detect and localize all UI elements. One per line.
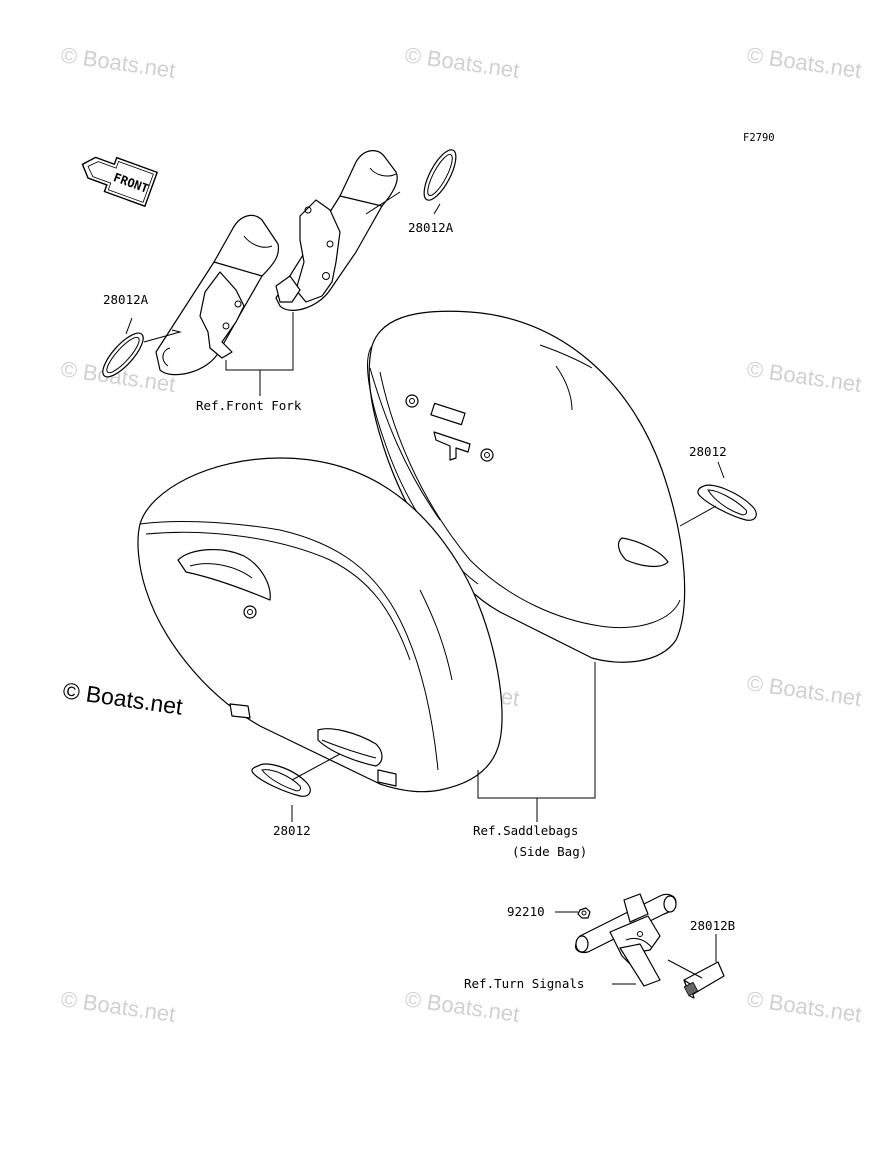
- ref-saddlebags: Ref.Saddlebags: [473, 823, 578, 838]
- watermark: © Boats.net: [745, 356, 863, 397]
- callout-28012-left: 28012: [273, 823, 311, 838]
- watermark: © Boats.net: [745, 670, 863, 711]
- ref-turn-signals: Ref.Turn Signals: [464, 976, 584, 991]
- ref-saddlebags-sub: (Side Bag): [512, 844, 587, 859]
- callout-28012A-right: 28012A: [408, 220, 454, 235]
- reflector-28012B: [683, 961, 725, 999]
- callout-92210: 92210: [507, 904, 545, 919]
- turn-signal-bracket: [575, 893, 677, 987]
- watermark: © Boats.net: [745, 42, 863, 83]
- front-fork-right: [275, 150, 398, 311]
- figure-code: F2790: [743, 132, 775, 144]
- watermark: © Boats.net: [403, 42, 521, 83]
- callout-28012-right: 28012: [689, 444, 727, 459]
- reflector-28012-right: [697, 484, 757, 521]
- watermark: © Boats.net: [59, 986, 177, 1027]
- front-arrow-icon: FRONT: [81, 156, 159, 208]
- reflector-28012A-left: [102, 332, 144, 378]
- saddlebag-left: [137, 457, 503, 793]
- watermark: © Boats.net: [403, 986, 521, 1027]
- watermark: © Boats.net: [745, 986, 863, 1027]
- watermark: © Boats.net: [59, 42, 177, 83]
- reflector-28012A-right: [423, 149, 457, 201]
- reflector-28012-left: [251, 763, 311, 797]
- copyright-notice: © Boats.net: [61, 677, 185, 720]
- front-fork-left: [155, 214, 280, 376]
- nut-92210: [577, 907, 591, 919]
- callout-28012A-left: 28012A: [103, 292, 149, 307]
- callout-28012B: 28012B: [690, 918, 735, 933]
- ref-front-fork: Ref.Front Fork: [196, 398, 302, 413]
